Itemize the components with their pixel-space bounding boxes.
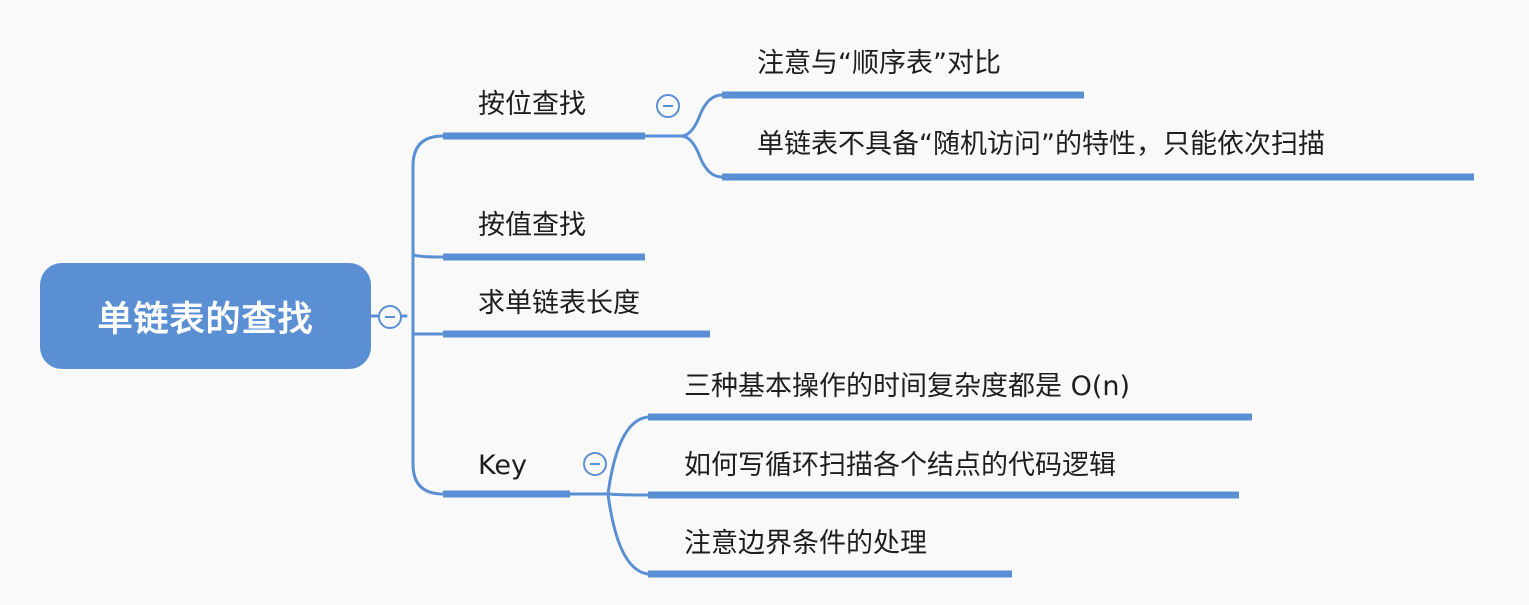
branch-list-length[interactable]: 求单链表长度 [478, 288, 640, 319]
by-position-collapse-toggle-icon[interactable] [656, 94, 680, 118]
branch-link-by-value [411, 252, 445, 259]
key-link-3 [606, 492, 650, 576]
root-topic-label: 单链表的查找 [97, 299, 314, 340]
key-link-1 [606, 415, 650, 496]
leaf-loop-scan-logic[interactable]: 如何写循环扫描各个结点的代码逻辑 [684, 450, 1116, 481]
leaf-no-random-access[interactable]: 单链表不具备“随机访问”的特性，只能依次扫描 [757, 129, 1325, 160]
key-collapse-toggle-icon[interactable] [583, 452, 607, 476]
by-position-link-1 [679, 93, 724, 138]
branch-key[interactable]: Key [478, 450, 527, 481]
branch-by-value[interactable]: 按值查找 [478, 210, 586, 241]
root-topic[interactable]: 单链表的查找 [40, 263, 371, 369]
leaf-time-complexity[interactable]: 三种基本操作的时间复杂度都是 O(n) [684, 371, 1131, 402]
leaf-compare-sequential-list[interactable]: 注意与“顺序表”对比 [757, 48, 1001, 79]
key-link-2 [606, 492, 650, 497]
branch-trunk [411, 134, 445, 496]
root-collapse-toggle-icon[interactable] [378, 305, 402, 329]
branch-by-position[interactable]: 按位查找 [478, 89, 586, 120]
by-position-link-2 [679, 134, 724, 179]
leaf-boundary-conditions[interactable]: 注意边界条件的处理 [684, 528, 927, 559]
